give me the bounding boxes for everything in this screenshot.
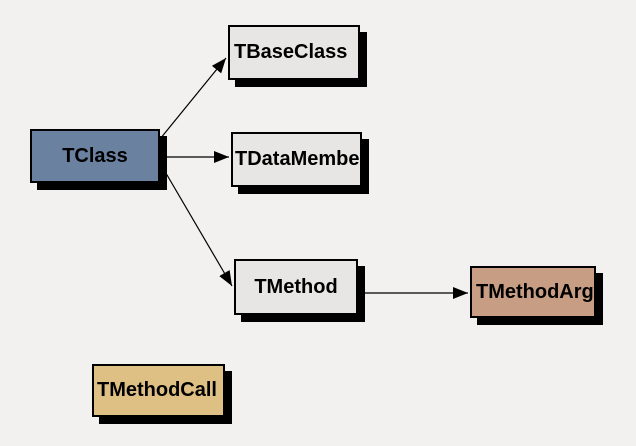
node-tmethod[interactable]: TMethod (234, 259, 358, 315)
node-tdatamember-label: TDataMember (235, 148, 362, 170)
node-tmethodarg[interactable]: TMethodArg (470, 266, 596, 318)
node-tclass-label: TClass (62, 144, 128, 167)
node-tdatamember[interactable]: TDataMember (231, 132, 362, 187)
node-tbaseclass-label: TBaseClass (234, 41, 348, 63)
node-tmethodcall[interactable]: TMethodCall (92, 364, 225, 417)
node-tmethodcall-label: TMethodCall (97, 379, 217, 401)
node-tbaseclass[interactable]: TBaseClass (228, 25, 360, 80)
edge-tclass-tmethod (159, 162, 233, 287)
node-tmethodarg-label: TMethodArg (476, 280, 594, 303)
edge-tclass-tbaseclass (159, 57, 227, 140)
node-tmethod-label: TMethod (254, 275, 338, 298)
node-tclass[interactable]: TClass (30, 129, 160, 183)
